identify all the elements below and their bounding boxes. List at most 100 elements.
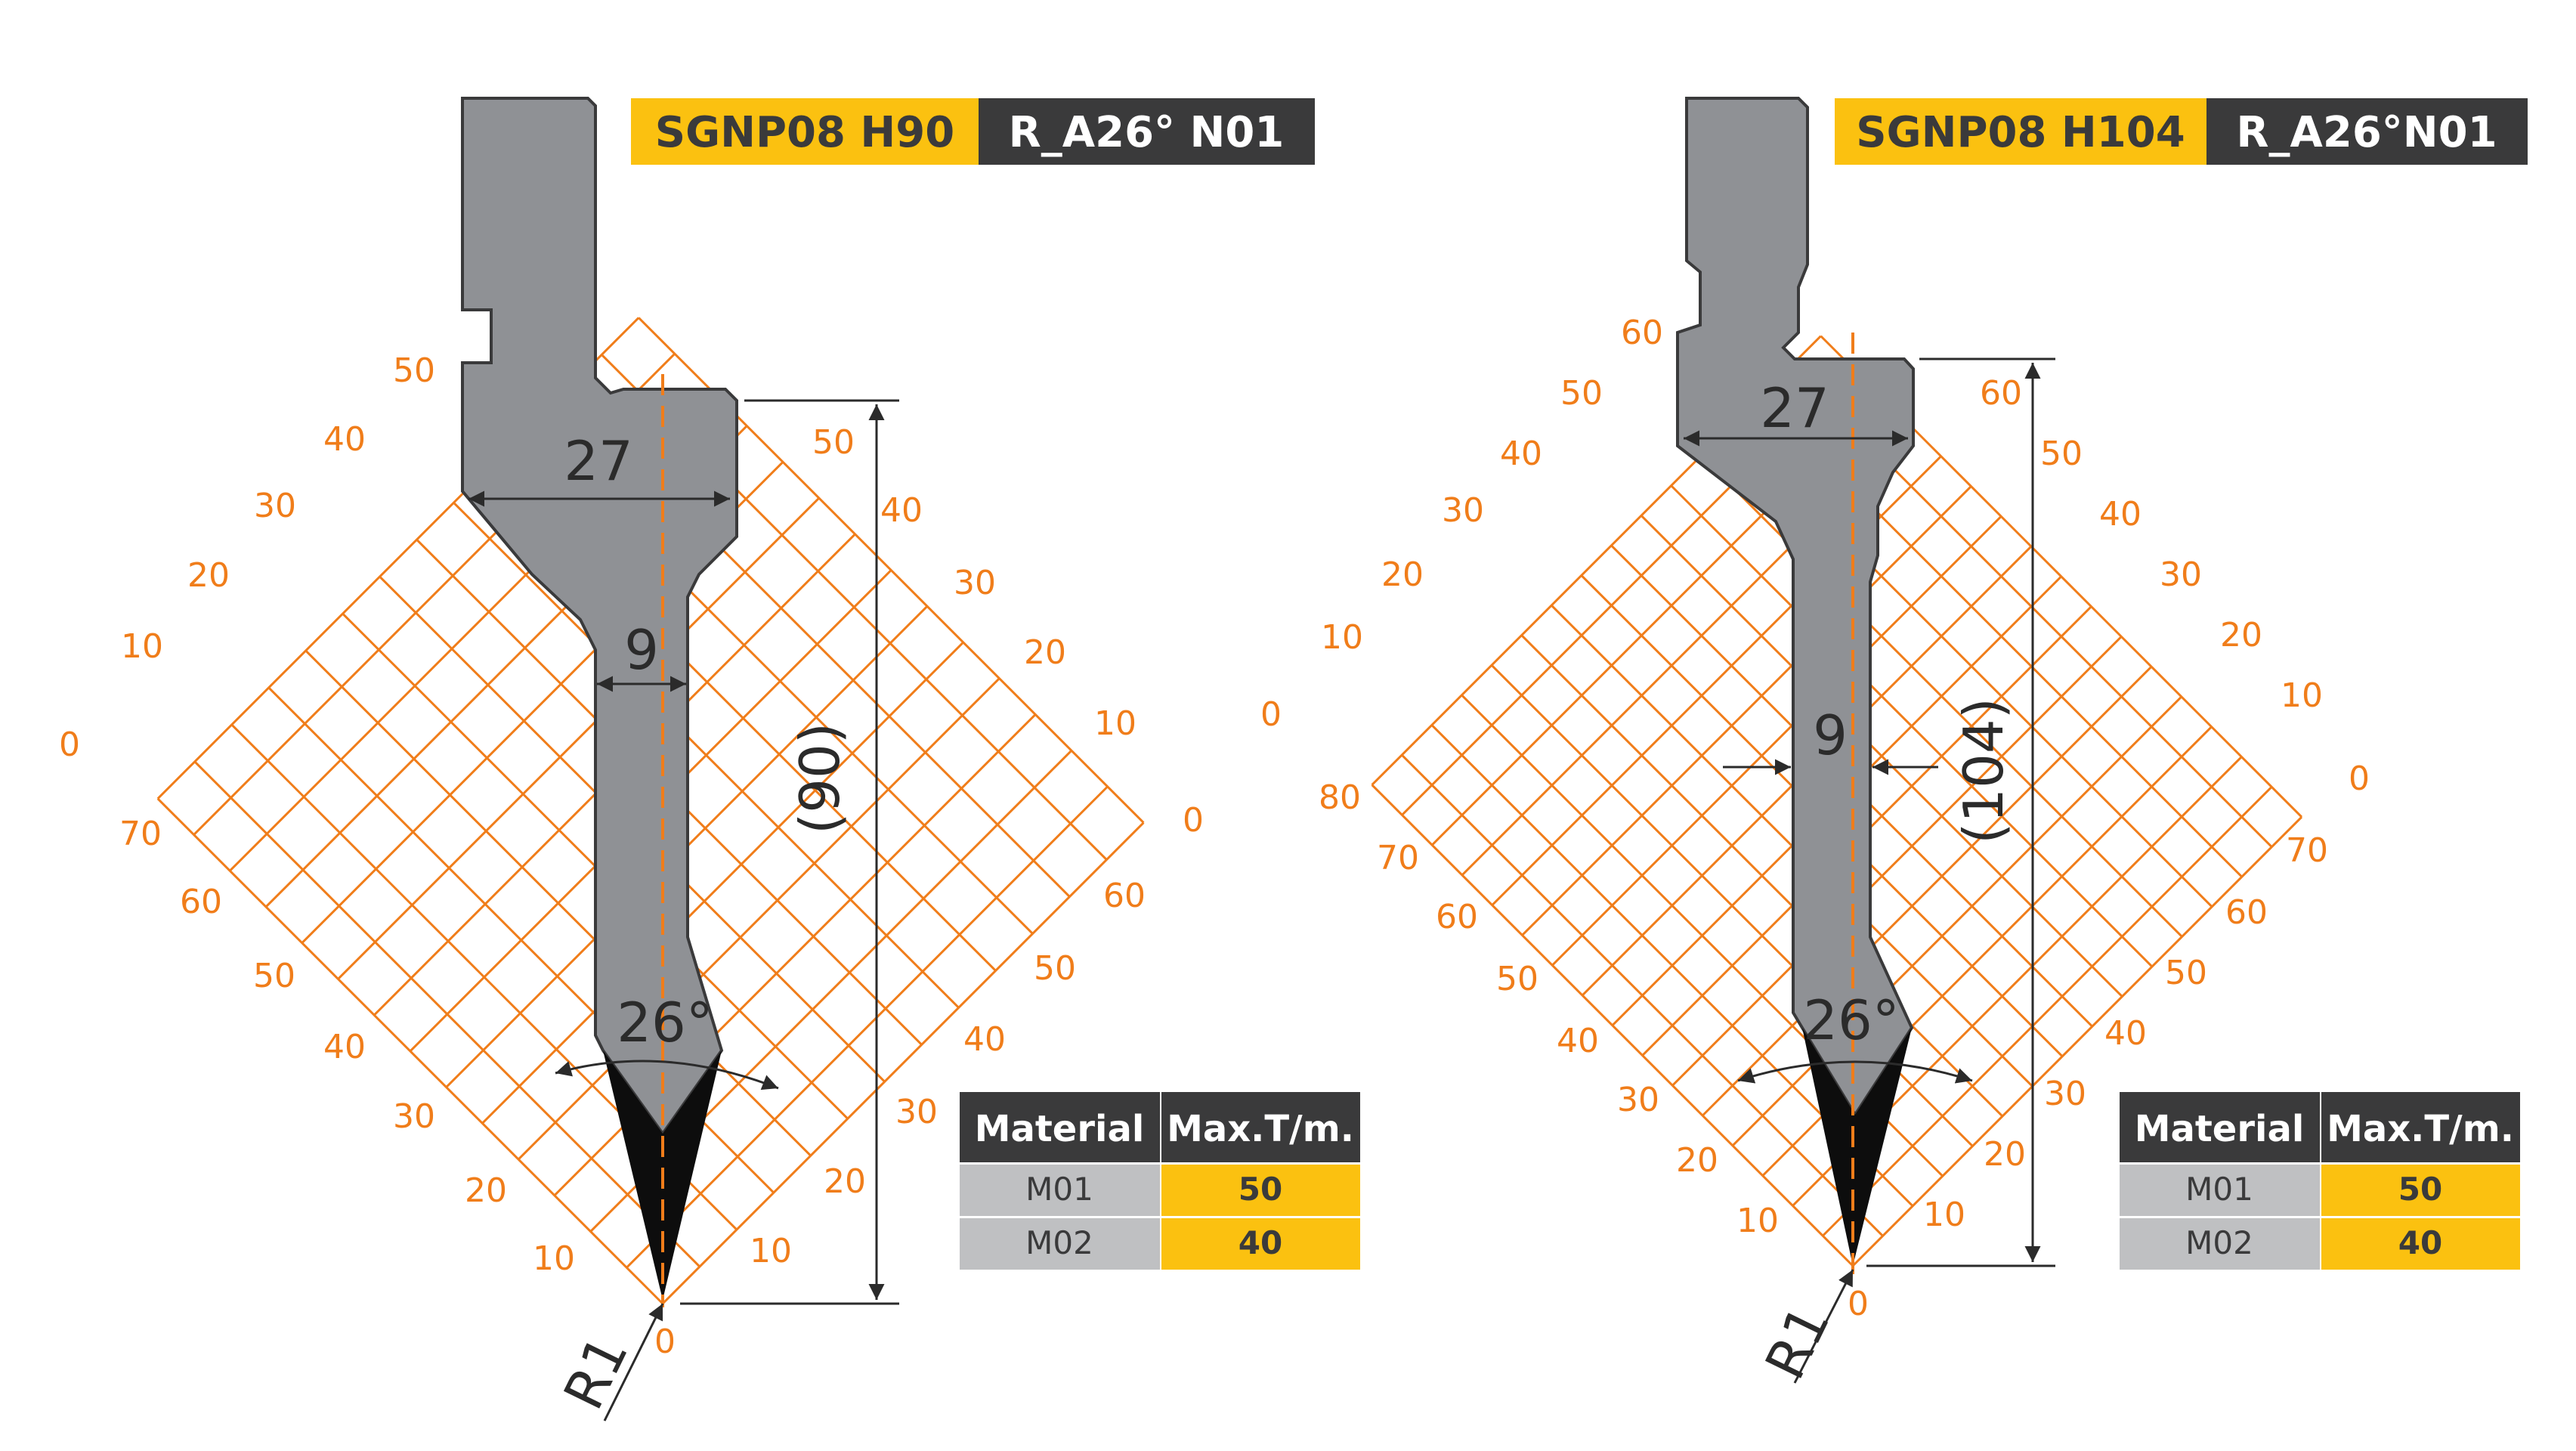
dim-height-label-h90: (90) xyxy=(788,722,852,834)
grid-label-tl: 30 xyxy=(254,487,296,525)
table-cell-material: M01 xyxy=(1025,1171,1093,1208)
grid-line xyxy=(1671,636,2123,1087)
grid-label-tl: 40 xyxy=(323,420,366,459)
grid-label-br: 30 xyxy=(2044,1075,2086,1113)
grid-label-br: 20 xyxy=(1984,1135,2026,1174)
dim-neck-label-h104: 9 xyxy=(1813,704,1848,767)
table-cell xyxy=(1161,1218,1360,1270)
table-header-material: Material xyxy=(2135,1108,2305,1150)
title-code-box-h104 xyxy=(1835,98,2206,165)
grid-label-br: 60 xyxy=(1103,877,1146,915)
grid-label-origin: 0 xyxy=(654,1323,676,1361)
table-cell-material: M01 xyxy=(2185,1171,2253,1208)
table-header-cell xyxy=(2120,1092,2320,1162)
table-cell-value: 40 xyxy=(2398,1224,2442,1261)
grid-label-tr: 0 xyxy=(2349,760,2370,798)
title-variant-box-h104 xyxy=(2206,98,2528,165)
grid-line xyxy=(1521,485,1972,936)
grid-label-bl: 20 xyxy=(1676,1141,1718,1180)
dim-angle-label-h104: 26° xyxy=(1803,988,1900,1052)
grid-label-tr: 40 xyxy=(880,491,923,530)
grid-line xyxy=(1702,666,2153,1117)
grid-label-br: 60 xyxy=(2225,893,2268,932)
grid-label-tl: 50 xyxy=(1560,374,1603,413)
grid-label-br: 50 xyxy=(2165,954,2207,992)
grid-label-tr: 30 xyxy=(954,564,996,602)
angle-arc-h104 xyxy=(1737,1060,1973,1084)
title-variant-h104: R_A26°N01 xyxy=(2236,108,2497,157)
table-cell xyxy=(2120,1218,2320,1270)
grid-label-br: 70 xyxy=(2286,831,2328,870)
table-cell xyxy=(960,1165,1160,1216)
table-header-cell xyxy=(2321,1092,2520,1162)
grid-label-bl: 60 xyxy=(180,883,222,921)
grid-label-tr: 20 xyxy=(1024,633,1066,672)
grid-label-tr: 50 xyxy=(812,423,855,462)
grid-label-tr: 60 xyxy=(1980,374,2022,413)
tool-diagram-h104: 27 9 26° (104) R1 60 50 40 30 20 10 0 80… xyxy=(1260,97,2528,1388)
grid-label-bl: 50 xyxy=(1496,960,1538,998)
grid-label-br: 40 xyxy=(963,1020,1006,1059)
grid-label-tl: 50 xyxy=(393,351,435,390)
dim-height-label-h104: (104) xyxy=(1952,698,2015,844)
grid-label-bl: 30 xyxy=(393,1097,435,1136)
dim-angle-label-h90: 26° xyxy=(617,991,713,1054)
table-cell-material: M02 xyxy=(2185,1224,2253,1261)
grid-label-br: 20 xyxy=(824,1162,866,1201)
table-cell-material: M02 xyxy=(1025,1224,1093,1261)
grid-label-bl: 80 xyxy=(1319,778,1361,817)
grid-line xyxy=(1640,515,2123,998)
radius-leader-h104 xyxy=(1793,1269,1854,1384)
grid-label-tl: 40 xyxy=(1500,435,1542,473)
grid-line xyxy=(193,760,701,1268)
grid-labels-h90: 50 40 30 20 10 0 70 60 50 40 30 20 10 50… xyxy=(59,351,1204,1361)
title-badge-h104: SGNP08 H104 R_A26°N01 xyxy=(1835,98,2528,165)
grid-label-tl: 10 xyxy=(1321,618,1363,657)
grid-label-br: 10 xyxy=(1923,1196,1965,1234)
grid-label-tl: 30 xyxy=(1442,491,1484,530)
grid-label-tl: 60 xyxy=(1621,314,1663,352)
table-cell xyxy=(2321,1165,2520,1216)
table-header-cell xyxy=(1161,1092,1360,1162)
grid-label-br: 30 xyxy=(895,1093,938,1131)
table-header-max: Max.T/m. xyxy=(1167,1108,1354,1150)
grid-label-tl: 20 xyxy=(1381,555,1424,594)
grid-label-tl: 0 xyxy=(1260,695,1282,734)
dim-neck-label-h90: 9 xyxy=(624,618,659,682)
grid-line xyxy=(1401,753,1884,1237)
table-cell-value: 50 xyxy=(2398,1171,2442,1208)
grid-line xyxy=(1851,815,2303,1267)
dim-radius-label-h90: R1 xyxy=(552,1326,641,1419)
grid-line xyxy=(1551,515,2002,967)
grid-label-bl: 30 xyxy=(1617,1081,1659,1119)
table-cell xyxy=(1161,1165,1360,1216)
grid-line xyxy=(156,797,664,1305)
grid-label-tr: 20 xyxy=(2220,616,2262,654)
tool-diagram-h90: 27 9 26° (90) R1 50 40 30 20 10 0 70 60 … xyxy=(59,97,1360,1422)
grid-label-tr: 40 xyxy=(2099,495,2142,534)
punch-tip-h104 xyxy=(1802,1028,1912,1266)
grid-label-bl: 40 xyxy=(323,1028,366,1066)
dim-width-label-h104: 27 xyxy=(1760,376,1829,440)
grid-label-tr: 10 xyxy=(2281,676,2323,715)
table-cell xyxy=(2321,1218,2520,1270)
punch-body-h104 xyxy=(1676,97,1915,1118)
grid-label-origin: 0 xyxy=(1848,1285,1869,1323)
grid-label-bl: 20 xyxy=(465,1171,507,1210)
grid-line xyxy=(1670,484,2154,968)
title-variant-h90: R_A26° N01 xyxy=(1009,108,1285,157)
grid-label-bl: 10 xyxy=(533,1239,575,1278)
title-code-h90: SGNP08 H90 xyxy=(655,108,954,157)
material-table-h90: Material Max.T/m. M01 50 M02 40 xyxy=(960,1092,1360,1270)
title-code-box-h90 xyxy=(631,98,979,165)
grid-line xyxy=(1822,786,2273,1237)
title-badge-h90: SGNP08 H90 R_A26° N01 xyxy=(631,98,1315,165)
grid-line xyxy=(1520,634,2004,1118)
grid-label-tl: 0 xyxy=(59,726,80,764)
table-cell xyxy=(960,1218,1160,1270)
grid-label-tr: 0 xyxy=(1183,801,1204,840)
grid-label-tl: 10 xyxy=(121,627,163,666)
grid-line xyxy=(518,677,1000,1161)
grid-label-bl: 70 xyxy=(119,815,162,853)
